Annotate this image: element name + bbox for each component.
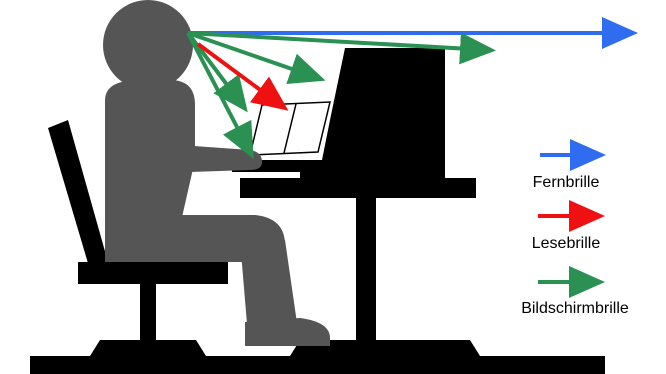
legend-item-reading: Lesebrille [532,216,601,252]
legend-label-screen: Bildschirmbrille [521,300,629,317]
legend-label-far: Fernbrille [533,174,600,191]
person [103,0,330,346]
chair-base [90,340,206,356]
legend-label-reading: Lesebrille [532,235,601,252]
legend: Fernbrille Lesebrille Bildschirmbrille [521,155,629,317]
floor [30,356,605,374]
document-holder [250,102,330,155]
chair-seat [78,262,228,284]
monitor-screen [318,48,445,180]
desk-leg [356,196,376,346]
person-foot [245,318,330,346]
person-head [103,0,193,90]
chair-backrest [48,120,108,270]
legend-item-far: Fernbrille [533,155,600,191]
legend-item-screen: Bildschirmbrille [521,282,629,317]
chair-post [140,282,156,342]
